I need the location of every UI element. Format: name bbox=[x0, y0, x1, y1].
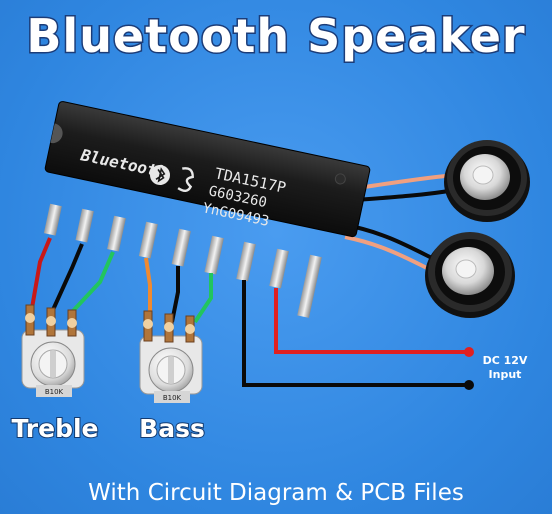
power-label-line2: Input bbox=[489, 368, 522, 381]
page-title: Bluetooth Speaker bbox=[26, 9, 525, 63]
treble-pot-marking: B10K bbox=[45, 388, 64, 396]
footer-caption: With Circuit Diagram & PCB Files bbox=[88, 480, 464, 506]
pin-wires bbox=[30, 237, 468, 387]
bass-label: Bass bbox=[139, 414, 205, 443]
dc-negative-terminal bbox=[464, 380, 474, 390]
bluetooth-icon bbox=[150, 165, 170, 185]
power-label-line1: DC 12V bbox=[483, 354, 528, 367]
speaker-bottom bbox=[425, 232, 515, 318]
chip-pins bbox=[43, 203, 322, 318]
treble-label: Treble bbox=[11, 414, 98, 443]
amplifier-chip bbox=[44, 101, 371, 238]
treble-potentiometer: B10K bbox=[21, 304, 85, 397]
chip-logo bbox=[177, 167, 194, 192]
speaker-top bbox=[444, 140, 530, 222]
dc-positive-terminal bbox=[464, 347, 474, 357]
bass-potentiometer: B10K bbox=[139, 310, 203, 403]
bass-pot-marking: B10K bbox=[163, 394, 182, 402]
